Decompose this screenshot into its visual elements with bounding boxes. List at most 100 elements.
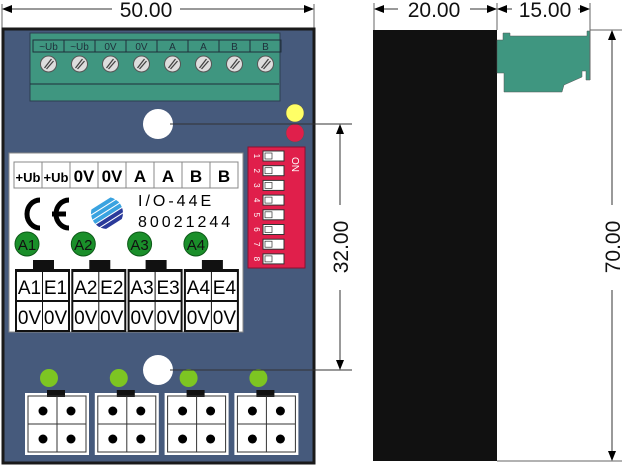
plug-pin bbox=[38, 434, 48, 444]
screw-icon bbox=[195, 55, 212, 73]
screw-slot bbox=[229, 58, 240, 70]
dip-toggle[interactable] bbox=[262, 253, 285, 265]
screw-icon bbox=[71, 55, 88, 73]
plug-connector[interactable] bbox=[234, 390, 299, 455]
plug-pin bbox=[136, 406, 146, 416]
connector-cell bbox=[185, 302, 211, 330]
screw-head bbox=[71, 55, 88, 73]
dip-toggle-knob bbox=[264, 240, 273, 248]
plate-terminal-cell bbox=[13, 161, 43, 189]
plug-pin bbox=[275, 434, 285, 444]
dip-toggle[interactable] bbox=[262, 150, 285, 162]
plug-pin bbox=[178, 434, 188, 444]
dip-toggle[interactable] bbox=[262, 194, 285, 206]
connector-latch bbox=[145, 260, 167, 269]
dip-on-label: ON bbox=[289, 157, 300, 172]
connector-label: 0V bbox=[44, 308, 68, 329]
screw-icon bbox=[102, 55, 119, 73]
connector-latch bbox=[89, 260, 111, 269]
dip-position-label: 5 bbox=[252, 213, 261, 218]
connector-cell bbox=[129, 302, 155, 330]
dip-toggle-body bbox=[262, 253, 285, 265]
plug-pin bbox=[108, 434, 118, 444]
dip-toggle-body bbox=[262, 165, 285, 177]
plug-connector[interactable] bbox=[25, 390, 89, 455]
screw-icon bbox=[40, 55, 57, 73]
terminal-label: ~Ub bbox=[70, 42, 89, 53]
screw-head bbox=[195, 55, 212, 73]
connector-label: 0V bbox=[74, 308, 98, 329]
connector-cell bbox=[43, 272, 68, 300]
channel-led-label: A2 bbox=[74, 237, 92, 254]
connector-latch bbox=[201, 260, 223, 269]
screw-head bbox=[133, 55, 150, 73]
plate-terminal-label: +Ub bbox=[44, 170, 69, 185]
output-led bbox=[249, 369, 268, 387]
connector-cell bbox=[129, 272, 155, 300]
terminal-label: 0V bbox=[135, 42, 148, 53]
dip-toggle-knob bbox=[264, 196, 273, 204]
plug-pin bbox=[247, 434, 257, 444]
connector-cell bbox=[17, 272, 42, 300]
plug-latch bbox=[256, 390, 275, 397]
plate-terminal-cell bbox=[153, 161, 183, 189]
connector-latch bbox=[33, 260, 54, 269]
plate-terminal-label: 0V bbox=[74, 167, 95, 186]
dip-toggle-body bbox=[262, 179, 285, 191]
plug-pin bbox=[108, 406, 118, 416]
mounting-hole-top bbox=[143, 109, 173, 139]
mounting-hole-bottom bbox=[143, 355, 173, 385]
connector-label: 0V bbox=[213, 308, 237, 329]
dip-toggle-body bbox=[262, 194, 285, 206]
channel-led bbox=[70, 231, 96, 257]
dip-position-label: 8 bbox=[252, 257, 261, 262]
terminal-label: B bbox=[262, 42, 269, 53]
connector-label: A4 bbox=[187, 278, 211, 299]
dip-toggle-knob bbox=[264, 167, 273, 175]
plug-connector[interactable] bbox=[94, 390, 159, 455]
screw-slot bbox=[43, 58, 54, 70]
dip-toggle-body bbox=[262, 224, 285, 235]
dimension-width-front: 50.00 bbox=[1, 0, 315, 28]
plug-pin bbox=[66, 406, 76, 416]
din-clip bbox=[496, 30, 591, 93]
connector-cell bbox=[99, 272, 125, 300]
connector-cell bbox=[155, 302, 181, 330]
terminal-label: A bbox=[169, 42, 176, 53]
terminal-label: ~Ub bbox=[39, 42, 58, 53]
screw-icon bbox=[164, 55, 181, 73]
plug-pin bbox=[38, 406, 48, 416]
plug-latch bbox=[47, 390, 65, 397]
side-body bbox=[373, 30, 497, 461]
channel-led bbox=[183, 231, 209, 257]
dip-toggle-body bbox=[262, 209, 285, 221]
connector-label: E3 bbox=[156, 278, 179, 299]
plate-terminal-cell bbox=[209, 161, 239, 189]
plug-connector[interactable] bbox=[164, 390, 229, 455]
connector-label: E1 bbox=[44, 278, 67, 299]
channel-led bbox=[127, 231, 153, 257]
screw-slot bbox=[198, 58, 209, 70]
connector-label: A2 bbox=[74, 278, 97, 299]
dip-toggle[interactable] bbox=[262, 209, 285, 221]
dip-toggle-knob bbox=[264, 182, 273, 189]
dip-toggle[interactable] bbox=[262, 238, 285, 250]
screw-head bbox=[164, 55, 181, 73]
dip-toggle[interactable] bbox=[262, 179, 285, 191]
connector-cell bbox=[99, 302, 125, 330]
screw-icon bbox=[257, 55, 274, 73]
screw-slot bbox=[105, 58, 116, 70]
dip-toggle[interactable] bbox=[262, 165, 285, 177]
dip-position-label: 4 bbox=[252, 198, 261, 203]
connector-cell bbox=[185, 272, 211, 300]
screw-slot bbox=[74, 58, 85, 70]
plate-terminal-cell bbox=[41, 161, 71, 189]
screw-icon bbox=[226, 55, 243, 73]
screw-head bbox=[102, 55, 119, 73]
connector-cell bbox=[43, 302, 68, 330]
plate-terminal-label: B bbox=[218, 167, 230, 186]
status-led-yellow bbox=[285, 103, 305, 123]
dip-toggle[interactable] bbox=[262, 224, 285, 235]
